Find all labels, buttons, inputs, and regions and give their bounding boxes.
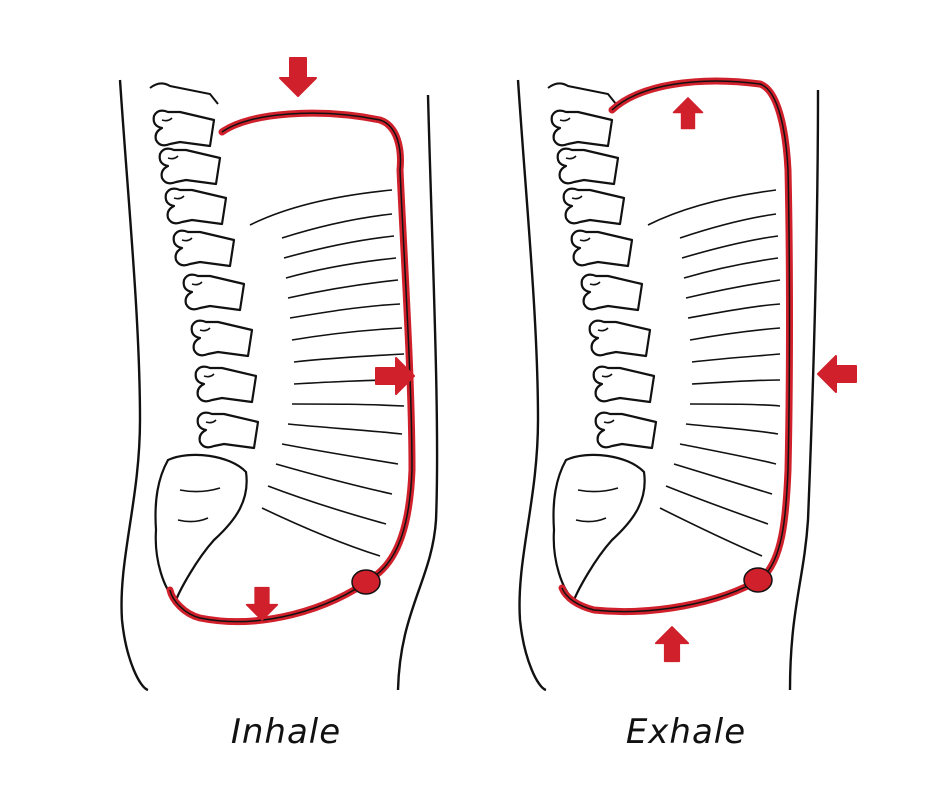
- spine: [149, 82, 260, 602]
- rib-lines: [647, 189, 781, 557]
- belly-outline: [396, 94, 439, 691]
- sacrum: [154, 453, 248, 602]
- pelvic-node: [743, 567, 773, 593]
- arrow-icon: [279, 57, 317, 97]
- back-outline: [516, 79, 547, 692]
- rib-lines: [249, 189, 405, 557]
- pelvic-node: [351, 569, 381, 595]
- back-outline: [118, 79, 149, 692]
- exhale-panel: [516, 77, 857, 692]
- caption-exhale: Exhale: [625, 712, 747, 752]
- arrow-icon: [654, 626, 690, 663]
- inhale-panel: [118, 57, 439, 692]
- arrow-icon: [672, 97, 704, 130]
- arrow-icon: [817, 355, 857, 393]
- belly-outline: [788, 89, 820, 691]
- caption-inhale: Inhale: [230, 712, 342, 752]
- sacrum: [552, 453, 646, 602]
- spine: [547, 82, 658, 602]
